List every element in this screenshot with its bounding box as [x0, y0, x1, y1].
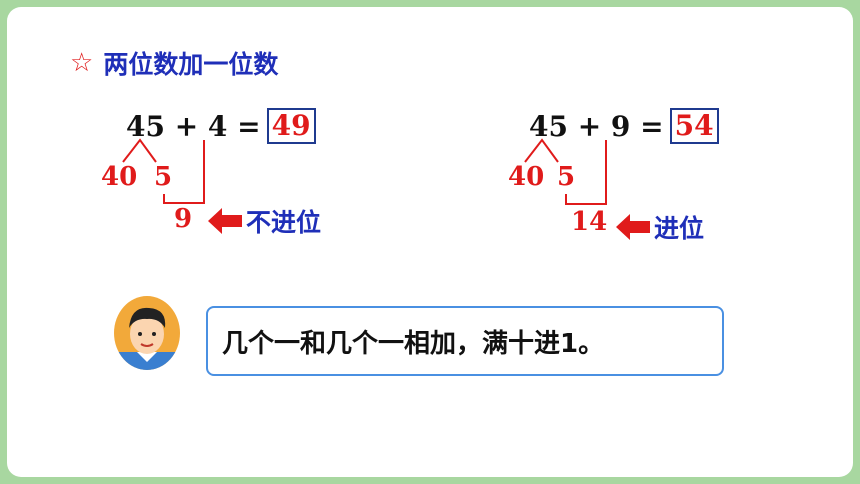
right-bracket-line	[565, 140, 607, 205]
slide-card	[7, 7, 853, 477]
speech-bubble: 几个一和几个一相加，满十进1。	[206, 306, 724, 376]
right-ones-sum: 14	[571, 207, 608, 237]
boy-avatar-icon	[114, 296, 180, 370]
left-arrow-icon	[208, 208, 242, 234]
section-title-text: 两位数加一位数	[103, 50, 279, 79]
left-tens-part: 40	[101, 162, 138, 192]
left-arrow-label: 不进位	[208, 203, 321, 239]
left-answer-box: 49	[266, 108, 316, 144]
right-equation: 45 + 9 = 54	[529, 108, 719, 144]
left-expression: 45 + 4 =	[126, 109, 261, 143]
left-split-line	[122, 138, 157, 163]
left-arrow-icon	[616, 214, 650, 240]
right-split-line	[524, 138, 559, 163]
left-ones-part: 5	[154, 162, 173, 192]
right-answer-box: 54	[669, 108, 719, 144]
section-title: ☆ 两位数加一位数	[70, 43, 278, 83]
speech-text: 几个一和几个一相加，满十进1。	[222, 328, 605, 359]
star-icon: ☆	[70, 48, 94, 78]
right-tens-part: 40	[508, 162, 545, 192]
left-equation: 45 + 4 = 49	[126, 108, 316, 144]
left-ones-sum: 9	[174, 204, 193, 234]
left-carry-label: 不进位	[246, 208, 322, 237]
right-ones-part: 5	[557, 162, 576, 192]
right-arrow-label: 进位	[616, 209, 704, 245]
left-bracket-line	[163, 140, 205, 204]
right-carry-label: 进位	[654, 214, 705, 243]
right-expression: 45 + 9 =	[529, 109, 664, 143]
